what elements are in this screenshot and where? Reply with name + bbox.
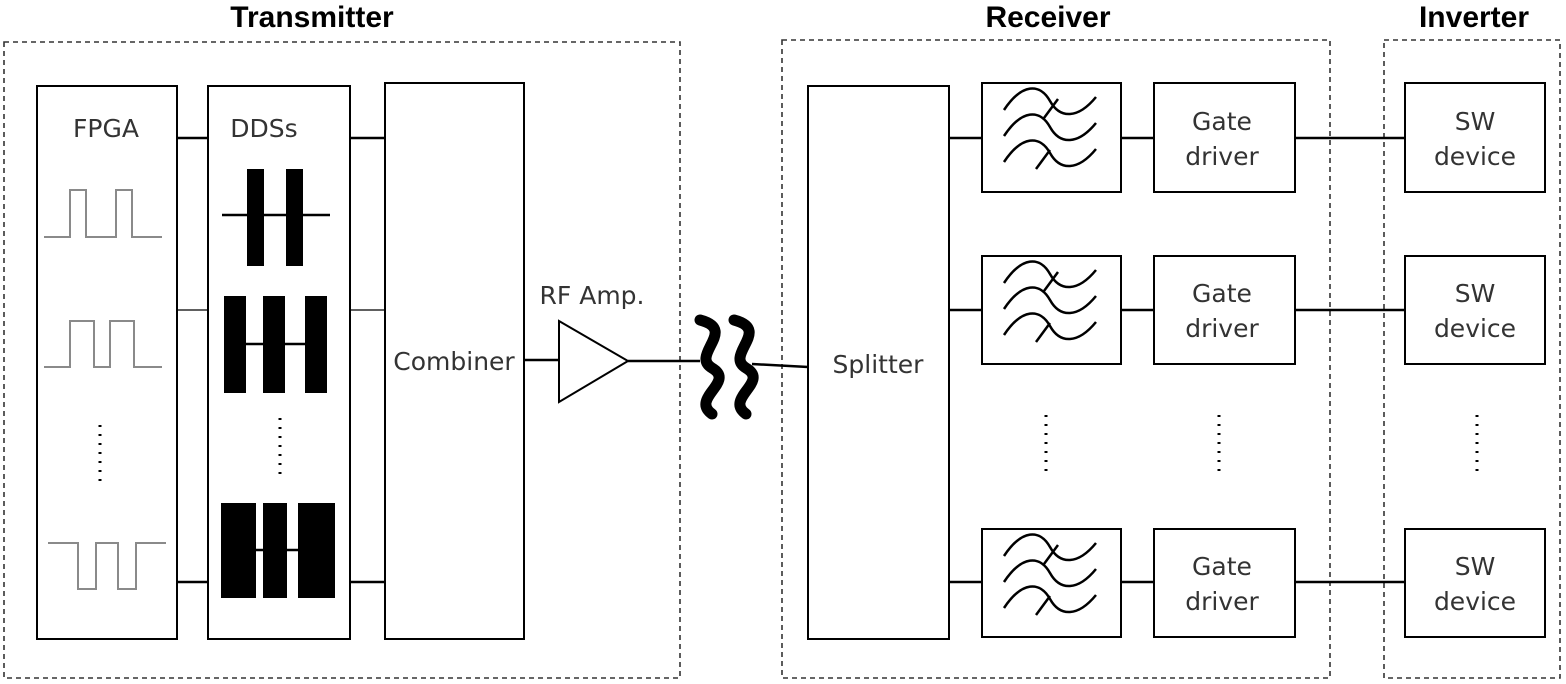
transmission-break-icon — [694, 314, 759, 420]
gate-driver-label-2b: driver — [1185, 314, 1259, 343]
square-pulse-waveform-icon — [48, 542, 166, 590]
dds-chip-icon — [221, 503, 335, 598]
fpga-block — [36, 85, 178, 640]
sw-device-block-2 — [1404, 255, 1546, 365]
inverter-frame — [1383, 39, 1561, 679]
bandpass-filter-icon — [1002, 87, 1097, 170]
rf-amp-label: RF Amp. — [540, 281, 645, 310]
bandpass-filter-icon — [1002, 260, 1097, 343]
combiner-block — [384, 82, 525, 640]
inverter-title: Inverter — [1419, 1, 1529, 34]
sw-device-block-3 — [1404, 528, 1546, 638]
sw-device-label-3a: SW — [1455, 552, 1496, 581]
break-splitter-wire — [751, 362, 809, 369]
gate-driver-label-3a: Gate — [1192, 552, 1252, 581]
transmitter-title: Transmitter — [230, 1, 394, 34]
splitter-label: Splitter — [833, 350, 925, 379]
gate-driver-label-2a: Gate — [1192, 279, 1252, 308]
square-pulse-waveform-icon — [44, 189, 162, 238]
sw-device-label-1a: SW — [1455, 107, 1496, 136]
sw-device-label-3b: device — [1434, 587, 1516, 616]
receiver-title: Receiver — [985, 1, 1110, 34]
gate-driver-block-2 — [1153, 255, 1296, 365]
filter-block-3 — [981, 528, 1122, 638]
splitter-block — [807, 85, 950, 640]
gate-driver-label-1b: driver — [1185, 142, 1259, 171]
sw-device-label-2b: device — [1434, 314, 1516, 343]
gate-driver-block-3 — [1153, 528, 1296, 638]
amplifier-triangle-icon — [558, 319, 630, 404]
receiver-frame — [781, 39, 1331, 679]
sw-device-label-1b: device — [1434, 142, 1516, 171]
sw-device-label-2a: SW — [1455, 279, 1496, 308]
dds-chip-icon — [222, 169, 330, 266]
square-pulse-waveform-icon — [44, 320, 162, 368]
ddss-label: DDSs — [230, 114, 297, 143]
bandpass-filter-icon — [1002, 533, 1097, 616]
gate-driver-block-1 — [1153, 82, 1296, 193]
filter-block-1 — [981, 82, 1122, 193]
filter-block-2 — [981, 255, 1122, 365]
gate-driver-label-3b: driver — [1185, 587, 1259, 616]
sw-device-block-1 — [1404, 82, 1546, 193]
combiner-label: Combiner — [393, 347, 515, 376]
dds-chip-icon — [224, 296, 327, 393]
fpga-label: FPGA — [73, 114, 139, 143]
gate-driver-label-1a: Gate — [1192, 107, 1252, 136]
